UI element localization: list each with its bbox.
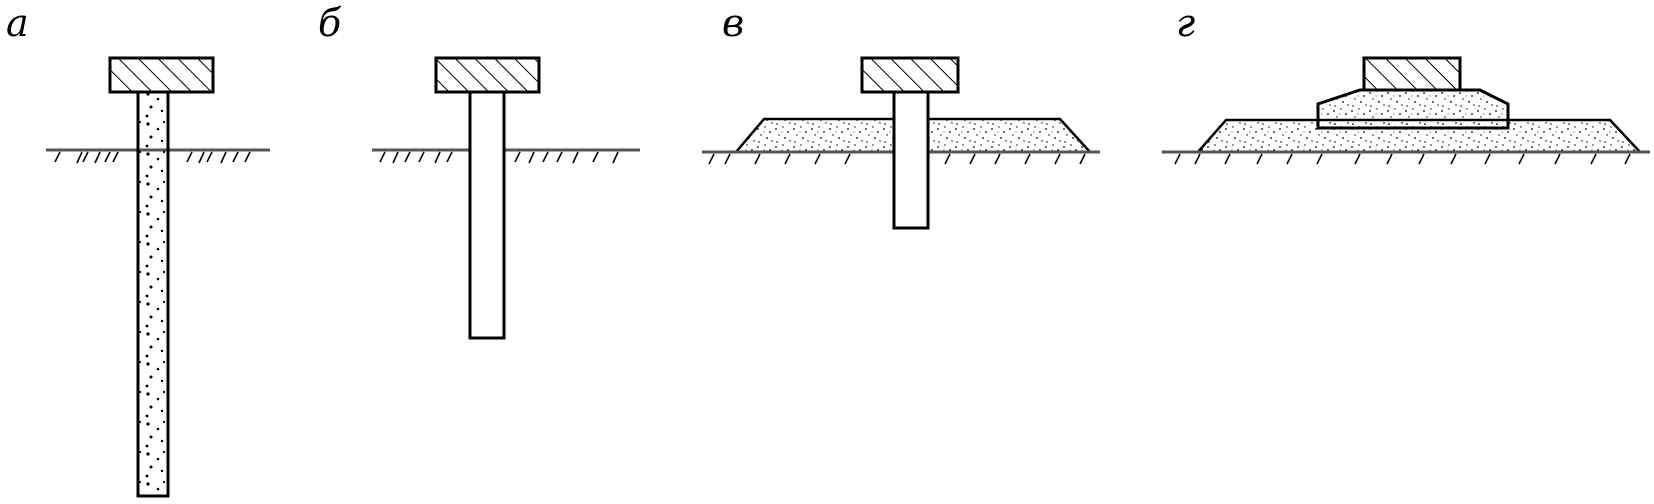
panel-label-v: в [722,1,745,45]
cap-b [434,56,541,94]
cap-v [860,56,960,94]
ground-line [372,148,640,164]
pile-a [136,90,170,498]
cushion-g [1316,88,1510,130]
panel-label-a: а [6,1,29,45]
panel-v [702,56,1100,230]
panel-a [46,56,270,498]
pile-b [468,90,506,340]
panel-g [1162,56,1650,165]
embankment-g [1198,120,1640,152]
pile-v [892,90,930,230]
panel-label-b: б [318,1,342,45]
cap-a [108,56,215,94]
panel-b [372,56,640,340]
panel-label-g: г [1176,1,1196,45]
cap-g [1362,56,1462,92]
ground-line [1162,150,1650,165]
